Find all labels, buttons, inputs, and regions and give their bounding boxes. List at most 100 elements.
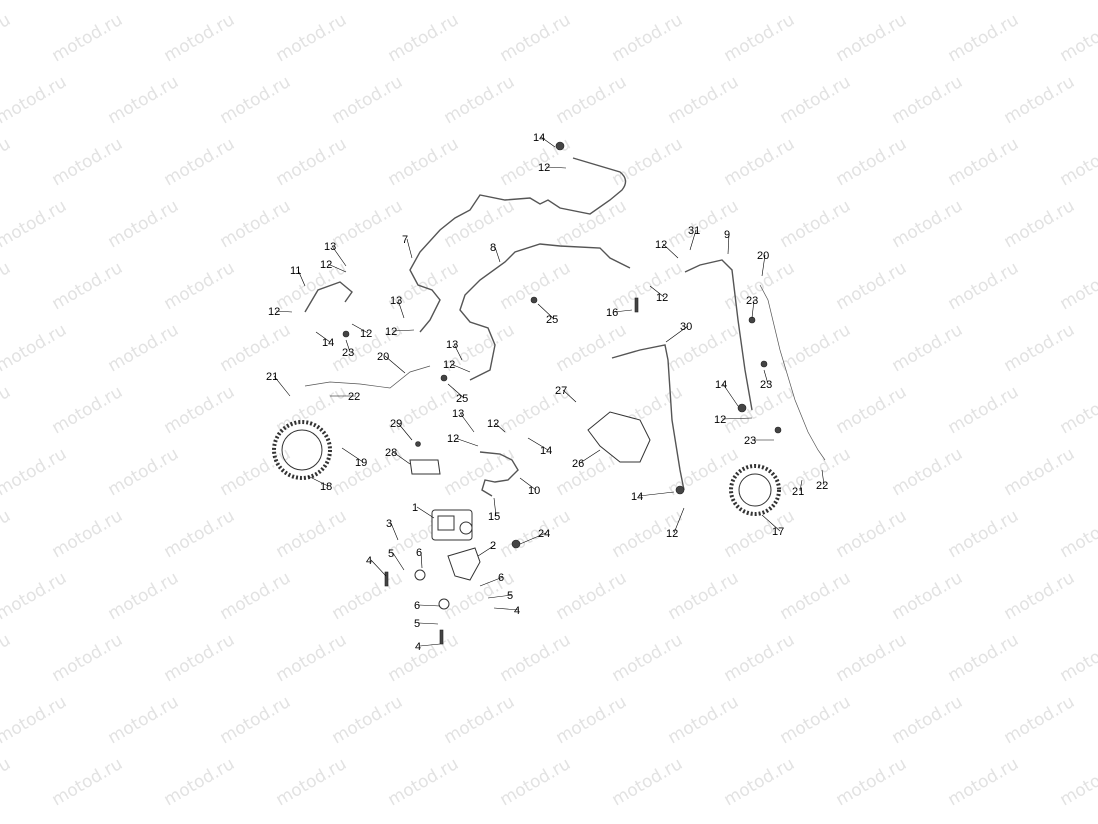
leader-line [453,343,463,361]
callout-label: 31 [688,225,700,237]
leader-line [761,514,781,532]
watermark-text: motod.ru [49,754,127,810]
callout-label: 14 [540,445,552,457]
watermark-text: motod.ru [0,692,70,748]
leader-line [821,469,825,486]
watermark-text: motod.ru [0,506,14,562]
leader-line [721,417,753,420]
leader-line [537,303,555,320]
fitting-25b [440,374,448,382]
watermark-text: motod.ru [0,320,70,376]
watermark-text: motod.ru [0,568,70,624]
watermark-text: motod.ru [0,196,70,252]
watermark-text: motod.ru [553,568,631,624]
watermark-text: motod.ru [609,258,687,314]
watermark-text: motod.ru [889,692,967,748]
callout-label: 14 [322,337,334,349]
bolt-23c [760,360,768,368]
leader-line [562,389,577,403]
watermark-text: motod.ru [385,630,463,686]
watermark-text: motod.ru [329,72,407,128]
callout-label: 25 [546,314,558,326]
watermark-text: motod.ru [833,630,911,686]
watermark-text: motod.ru [217,0,295,4]
watermark-text: motod.ru [833,134,911,190]
watermark-text: motod.ru [105,196,183,252]
watermark-text: motod.ru [1001,0,1079,4]
banjo-14e [675,485,685,495]
watermark-text: motod.ru [329,196,407,252]
leader-line [327,263,347,273]
callout-labels: 1412781312111214122313121312252520212219… [266,132,828,653]
fitting-24 [511,539,521,549]
callout-label: 12 [656,292,668,304]
watermark-text: motod.ru [0,134,14,190]
watermark-text: motod.ru [945,134,1023,190]
callout-label: 5 [507,590,513,602]
watermark-text: motod.ru [273,754,351,810]
callout-label: 12 [360,328,372,340]
leader-line [579,449,601,464]
abs-ring-17-inner [738,473,772,507]
watermark-text: motod.ru [273,382,351,438]
watermark-text: motod.ru [217,568,295,624]
callout-label: 12 [714,414,726,426]
watermark-text: motod.ru [833,258,911,314]
leader-line [406,238,413,259]
leader-lines [273,136,825,647]
watermark-text: motod.ru [833,382,911,438]
watermark-text: motod.ru [889,444,967,500]
watermark-text: motod.ru [0,630,14,686]
watermark-text: motod.ru [1057,754,1098,810]
callout-label: 6 [416,547,422,559]
leader-line [397,422,413,441]
callout-label: 22 [816,480,828,492]
watermark-text: motod.ru [441,444,519,500]
leader-line [447,383,465,399]
callout-label: 23 [744,435,756,447]
bolt-23 [342,330,350,338]
watermark-text: motod.ru [665,72,743,128]
leader-line [722,383,739,407]
callout-label: 23 [746,295,758,307]
watermark-text: motod.ru [161,382,239,438]
leader-line [519,477,537,491]
watermark-text: motod.ru [0,72,70,128]
callout-label: 5 [414,618,420,630]
watermark-text: motod.ru [665,692,743,748]
watermark-text: motod.ru [945,10,1023,66]
watermark-text: motod.ru [105,0,183,4]
watermark-text: motod.ru [1057,506,1098,562]
bracket-28 [409,459,441,475]
callout-label: 21 [792,486,804,498]
leader-line [390,522,399,541]
callout-label: 15 [488,511,500,523]
brake-line-30 [611,344,685,491]
leader-line [307,475,329,487]
leader-line [649,285,665,298]
brake-line-7 [409,157,627,333]
brake-line-9 [684,259,753,411]
watermark-text: motod.ru [497,754,575,810]
leader-line [392,329,415,332]
callout-label: 13 [452,408,464,420]
watermark-text: motod.ru [609,754,687,810]
leader-line [545,166,567,169]
leader-line [397,299,405,319]
leader-line [420,551,423,569]
banjo-14a [555,141,565,151]
callout-label: 29 [390,418,402,430]
callout-label: 6 [414,600,420,612]
callout-label: 3 [386,518,392,530]
watermark-text: motod.ru [777,568,855,624]
leader-line [418,604,441,607]
callout-label: 23 [760,379,772,391]
watermark-text: motod.ru [105,444,183,500]
leader-line [689,229,697,251]
leader-line [519,532,547,545]
watermark-text: motod.ru [833,506,911,562]
callout-label: 11 [290,265,301,277]
grommet-6-lower [438,598,450,610]
leader-line [345,339,351,353]
